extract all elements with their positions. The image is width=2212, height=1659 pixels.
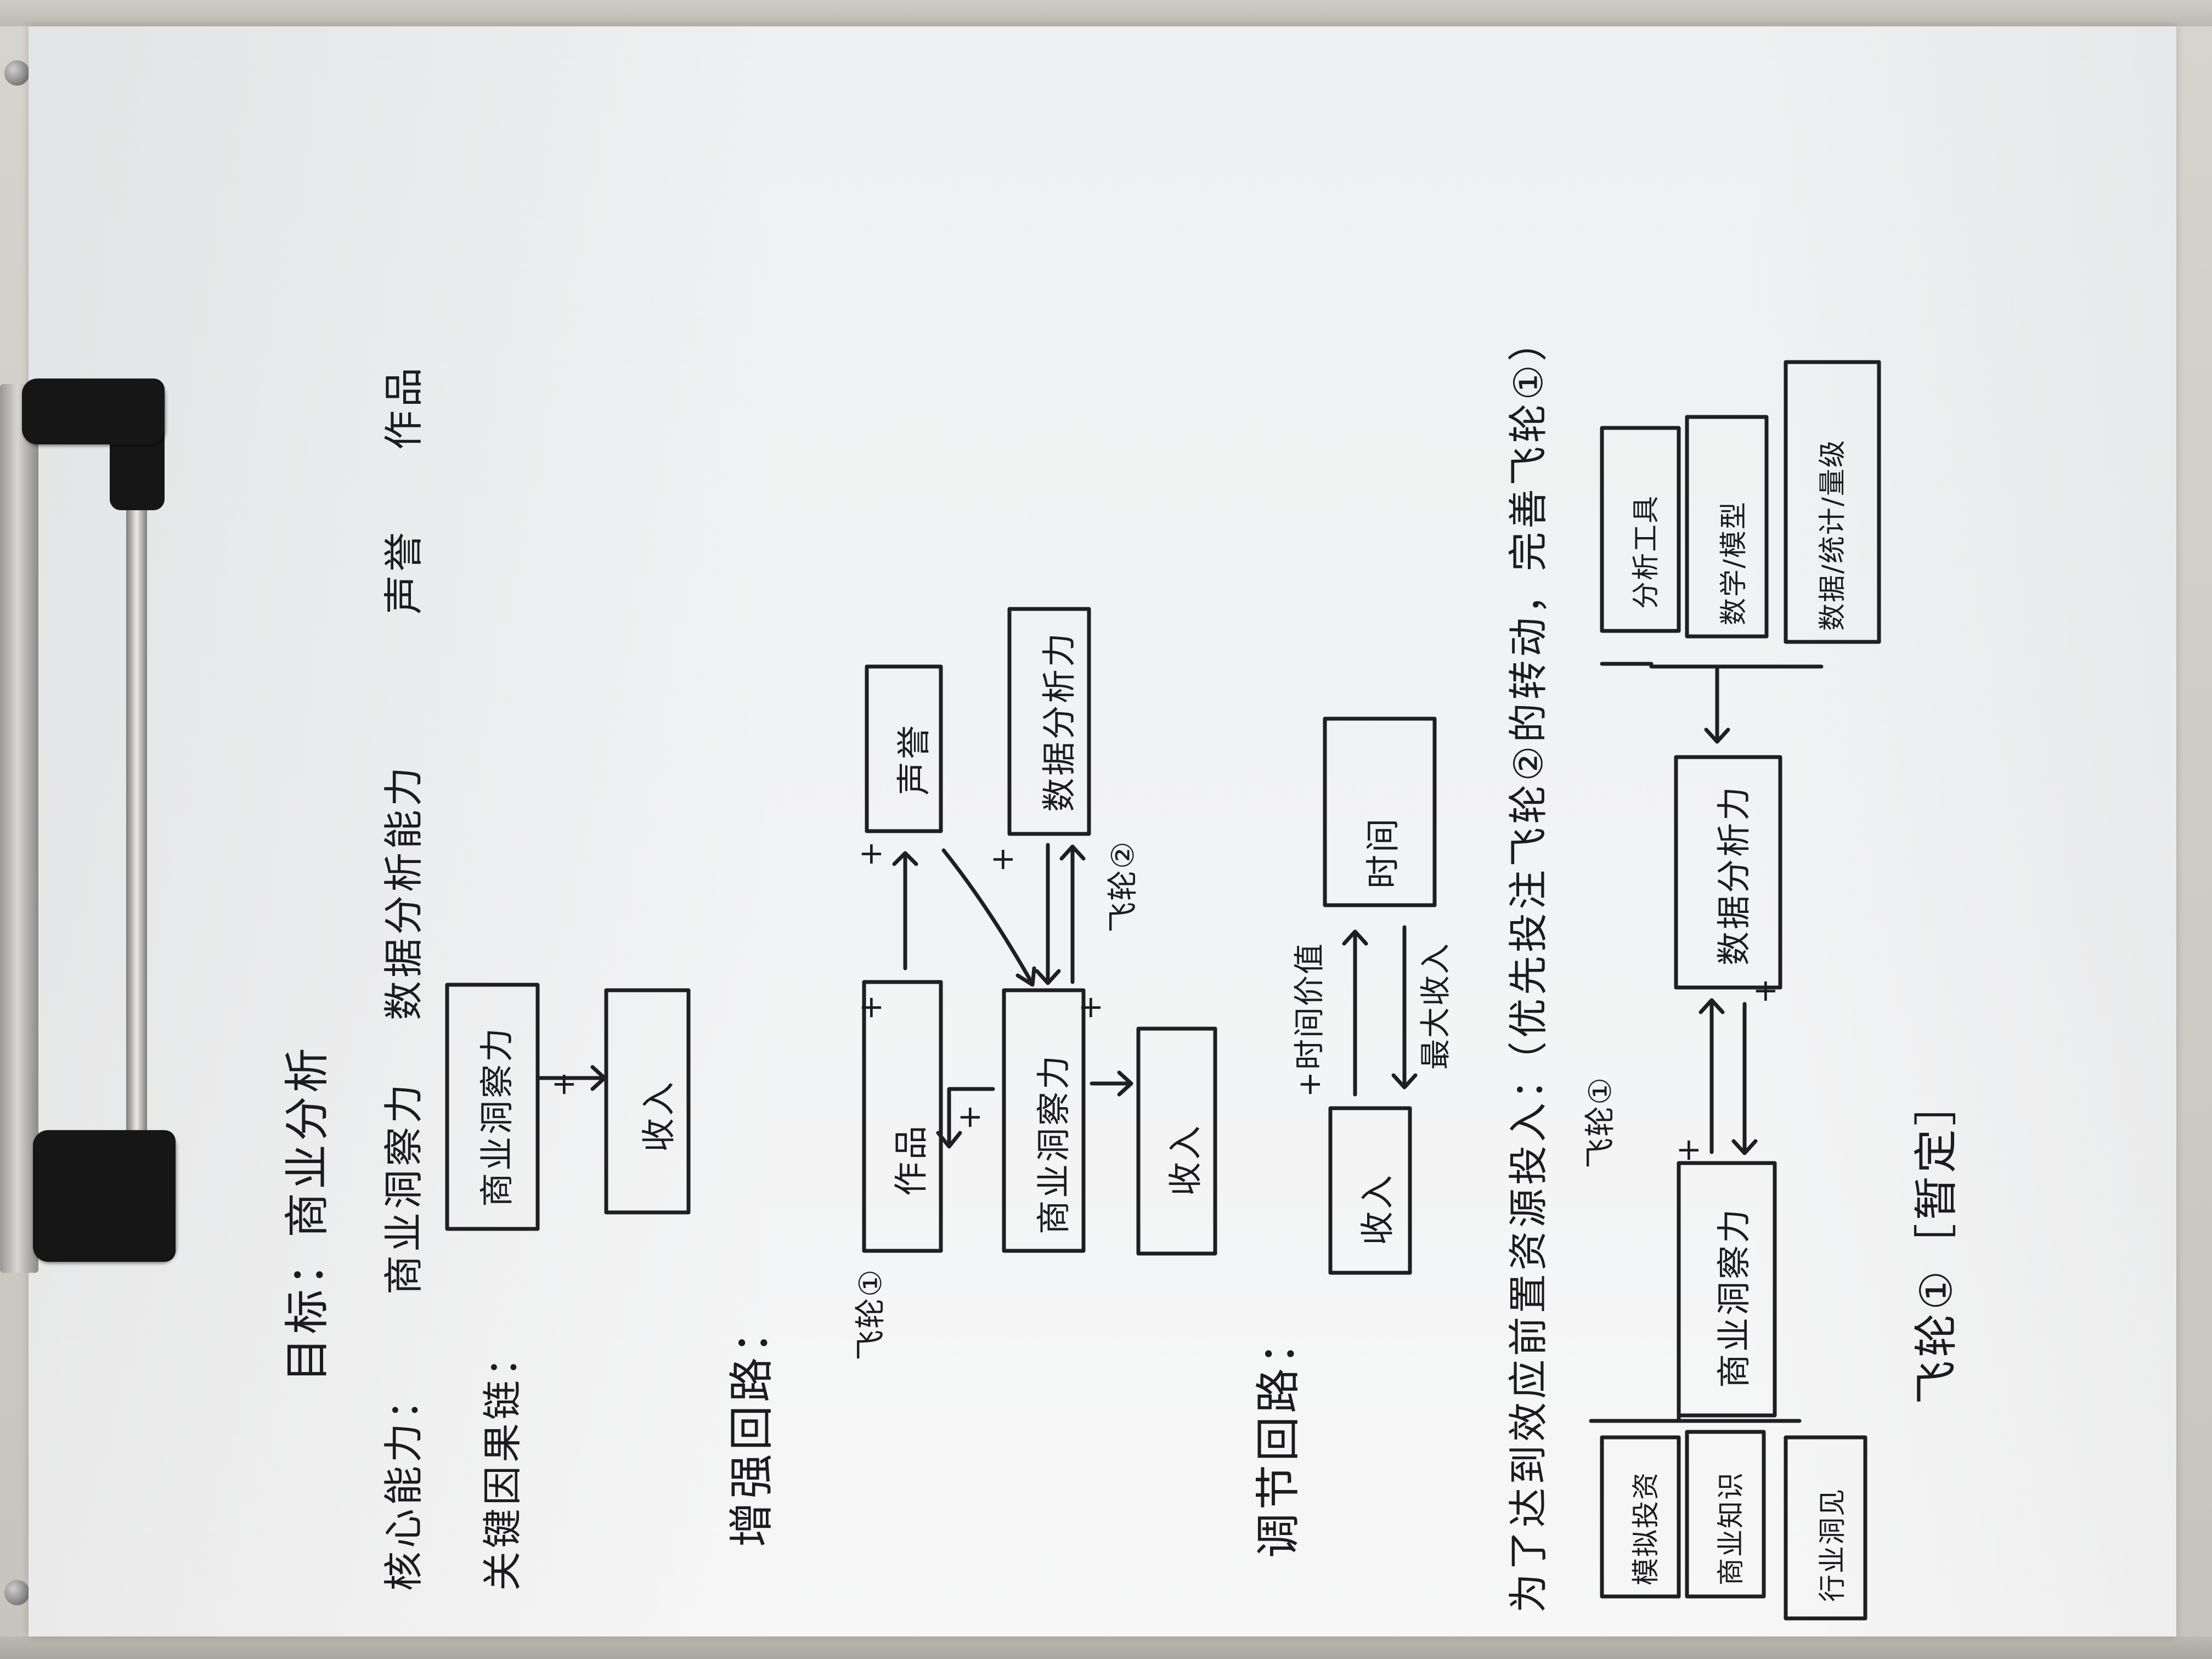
plus-sign: + xyxy=(952,1103,988,1130)
box-data-analysis-2 xyxy=(1674,755,1782,990)
bracket-right xyxy=(1600,662,1824,744)
arrow-insight-data-2 xyxy=(1699,998,1725,1154)
node-model-investing: 模拟投资 xyxy=(1630,1471,1662,1585)
arrow-income-time xyxy=(1342,929,1368,1097)
max-income-note: 最大收入 xyxy=(1418,943,1454,1070)
pause-note: 飞轮①［暂定］ xyxy=(1911,1079,1962,1404)
arrow-insight-works xyxy=(936,1087,995,1149)
node-business-knowledge: 商业知识 xyxy=(1715,1471,1747,1585)
node-income-1: 收入 xyxy=(639,1079,679,1152)
flywheel-2-label: 飞轮② xyxy=(1105,840,1141,933)
clip-cap xyxy=(33,1130,176,1262)
node-math-models: 数学/模型 xyxy=(1718,501,1750,625)
rivet-icon xyxy=(4,1580,30,1605)
node-analysis-tools: 分析工具 xyxy=(1630,495,1662,609)
bracket-left xyxy=(1589,1413,1802,1423)
box-analysis-tools xyxy=(1600,426,1681,633)
node-data-analysis: 数据分析力 xyxy=(1039,630,1079,812)
clipboard-top-edge xyxy=(0,0,2212,26)
box-industry-insight xyxy=(1784,1435,1867,1621)
plus-sign: + xyxy=(1073,994,1108,1020)
arrow-insight-income-2 xyxy=(1090,1070,1133,1097)
node-data-analysis-2: 数据分析力 xyxy=(1714,784,1754,966)
node-works: 作品 xyxy=(891,1123,931,1196)
node-reputation: 声誉 xyxy=(894,723,934,795)
box-reputation xyxy=(865,664,943,833)
flywheel-1-label: 飞轮① xyxy=(853,1268,889,1361)
node-data-stats: 数据/统计/量级 xyxy=(1816,439,1848,631)
node-insight-1: 商业洞察力 xyxy=(477,1025,517,1207)
box-income-3 xyxy=(1328,1106,1412,1275)
node-time: 时间 xyxy=(1363,816,1403,889)
box-income-1 xyxy=(604,988,691,1215)
arrow-data-insight-2 xyxy=(1731,1002,1758,1155)
clip-cap xyxy=(22,379,165,444)
box-data-stats xyxy=(1784,360,1881,644)
node-industry-insight: 行业洞见 xyxy=(1816,1488,1848,1602)
arrow-insight-data xyxy=(1059,844,1086,984)
box-data-analysis xyxy=(1007,607,1091,836)
plus-sign: + xyxy=(1292,1070,1328,1097)
arrow-data-insight xyxy=(1035,843,1061,985)
core-skill-reputation: 声誉 xyxy=(381,528,427,614)
box-math-models xyxy=(1685,415,1769,639)
investment-note: （优先投注飞轮②的转动，完善飞轮①） xyxy=(1505,318,1551,1081)
causal-chain-label: 关键因果链： xyxy=(479,1334,526,1591)
investment-label: 为了达到效应前置资源投入： xyxy=(1505,1056,1551,1613)
box-works xyxy=(862,980,943,1253)
core-skills-label: 核心能力： xyxy=(381,1376,427,1591)
plus-sign: + xyxy=(1671,1136,1706,1163)
time-value-note: 时间价值 xyxy=(1292,943,1328,1070)
node-insight-2: 商业洞察力 xyxy=(1034,1053,1074,1234)
box-business-knowledge xyxy=(1685,1430,1766,1599)
node-income-2: 收入 xyxy=(1165,1123,1205,1196)
arrow-time-income xyxy=(1391,925,1418,1090)
box-insight-1 xyxy=(445,983,540,1231)
reinforcing-loop-label: 增强回路： xyxy=(726,1305,778,1547)
node-insight-3: 商业洞察力 xyxy=(1714,1206,1754,1388)
arrow-works-reputation xyxy=(892,851,918,970)
node-income-3: 收入 xyxy=(1357,1172,1397,1245)
core-skill-insight: 商业洞察力 xyxy=(381,1080,427,1295)
core-skill-data: 数据分析能力 xyxy=(381,763,427,1020)
box-income-2 xyxy=(1136,1026,1217,1256)
rivet-icon xyxy=(4,60,30,86)
clip-rail xyxy=(0,384,38,1273)
box-model-investing xyxy=(1600,1435,1681,1599)
clip-wire-bar xyxy=(126,417,147,1229)
arrow-reputation-insight xyxy=(941,848,1036,987)
arrow-insight-income-1 xyxy=(538,1065,607,1091)
flywheel-1-mark: 飞轮① xyxy=(1583,1076,1618,1169)
balancing-loop-label: 调节回路： xyxy=(1252,1316,1305,1558)
plus-sign: + xyxy=(546,1070,582,1097)
box-insight-3 xyxy=(1677,1161,1777,1418)
plus-sign: + xyxy=(1747,977,1783,1004)
plus-sign: + xyxy=(853,994,889,1020)
paper-sheet xyxy=(29,26,2176,1637)
plus-sign: + xyxy=(853,840,889,867)
title-text: 目标：商业分析 xyxy=(281,1044,334,1383)
plus-sign: + xyxy=(985,845,1020,872)
clipboard-bottom-edge xyxy=(0,1637,2212,1659)
box-time xyxy=(1323,716,1437,907)
box-insight-2 xyxy=(1002,988,1086,1253)
core-skill-works: 作品 xyxy=(381,364,427,450)
